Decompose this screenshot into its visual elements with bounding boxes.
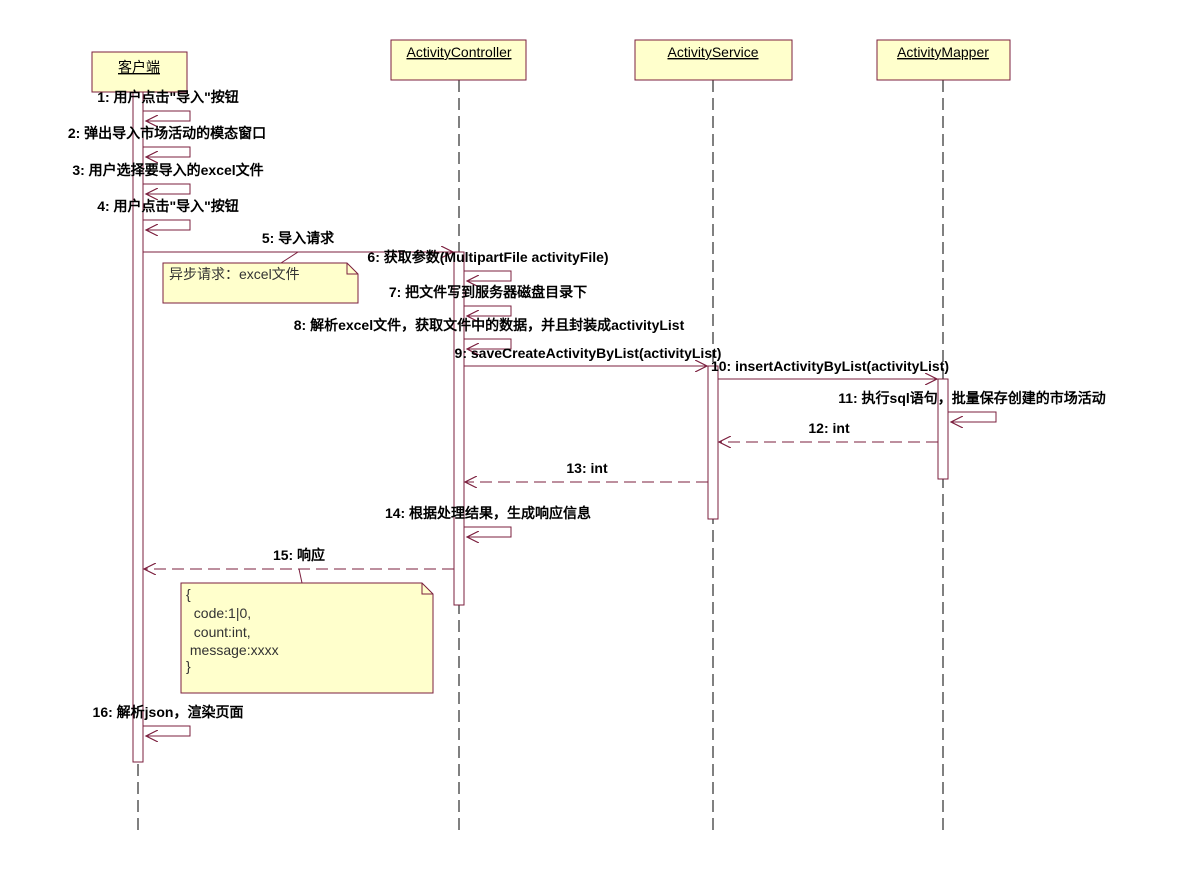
message-9: 9: saveCreateActivityByList(activityList… bbox=[455, 345, 722, 366]
message-12: 12: int bbox=[719, 420, 938, 442]
note-json-line-3: count:int, bbox=[186, 624, 251, 640]
participant-service-label: ActivityService bbox=[667, 44, 758, 60]
message-12-label: 12: int bbox=[808, 420, 850, 436]
message-15-label: 15: 响应 bbox=[273, 547, 325, 563]
activation-mapper bbox=[937, 378, 949, 480]
message-2-label: 2: 弹出导入市场活动的模态窗口 bbox=[68, 125, 266, 141]
message-5-label: 5: 导入请求 bbox=[262, 230, 335, 246]
message-14-label: 14: 根据处理结果，生成响应信息 bbox=[385, 505, 591, 521]
participant-client: 客户端 bbox=[91, 51, 188, 93]
message-8-label: 8: 解析excel文件，获取文件中的数据，并且封装成activityList bbox=[294, 317, 685, 333]
message-3: 3: 用户选择要导入的excel文件 bbox=[72, 162, 264, 194]
message-14: 14: 根据处理结果，生成响应信息 bbox=[385, 505, 591, 537]
message-10: 10: insertActivityByList(activityList) bbox=[711, 358, 949, 379]
message-9-label: 9: saveCreateActivityByList(activityList… bbox=[455, 345, 722, 361]
message-11-label: 11: 执行sql语句，批量保存创建的市场活动 bbox=[838, 390, 1106, 406]
note-async-request-text: 异步请求：excel文件 bbox=[169, 266, 300, 282]
activation-client bbox=[132, 91, 144, 763]
message-16-label: 16: 解析json，渲染页面 bbox=[93, 704, 244, 720]
message-4: 4: 用户点击"导入"按钮 bbox=[97, 198, 239, 230]
message-6-label: 6: 获取参数(MultipartFile activityFile) bbox=[367, 249, 608, 265]
note-json-line-5: } bbox=[186, 658, 191, 674]
participant-controller: ActivityController bbox=[390, 39, 527, 81]
message-8: 8: 解析excel文件，获取文件中的数据，并且封装成activityList bbox=[294, 317, 685, 349]
message-13-label: 13: int bbox=[566, 460, 608, 476]
participant-service: ActivityService bbox=[634, 39, 793, 81]
message-11: 11: 执行sql语句，批量保存创建的市场活动 bbox=[838, 390, 1106, 422]
message-7-label: 7: 把文件写到服务器磁盘目录下 bbox=[389, 284, 587, 300]
note-json-line-2: code:1|0, bbox=[186, 605, 251, 621]
message-16: 16: 解析json，渲染页面 bbox=[93, 704, 244, 736]
participant-mapper-label: ActivityMapper bbox=[897, 44, 989, 60]
participant-client-label: 客户端 bbox=[118, 59, 160, 75]
activation-controller bbox=[453, 251, 465, 606]
message-13: 13: int bbox=[465, 460, 708, 482]
note-json-line-1: { bbox=[186, 586, 191, 602]
note-async-request: 异步请求：excel文件 bbox=[162, 251, 359, 304]
message-6: 6: 获取参数(MultipartFile activityFile) bbox=[367, 249, 609, 281]
participant-controller-label: ActivityController bbox=[406, 44, 511, 60]
message-10-label: 10: insertActivityByList(activityList) bbox=[711, 358, 949, 374]
activation-service bbox=[707, 365, 719, 520]
message-2: 2: 弹出导入市场活动的模态窗口 bbox=[68, 125, 266, 157]
message-1: 1: 用户点击"导入"按钮 bbox=[97, 89, 239, 121]
note-json-response: { code:1|0, count:int, message:xxxx } bbox=[180, 568, 434, 694]
message-3-label: 3: 用户选择要导入的excel文件 bbox=[72, 162, 263, 178]
message-1-label: 1: 用户点击"导入"按钮 bbox=[97, 89, 239, 105]
message-7: 7: 把文件写到服务器磁盘目录下 bbox=[389, 284, 587, 316]
message-4-label: 4: 用户点击"导入"按钮 bbox=[97, 198, 239, 214]
note-json-line-4: message:xxxx bbox=[186, 642, 279, 658]
participant-mapper: ActivityMapper bbox=[876, 39, 1011, 81]
message-15: 15: 响应 bbox=[144, 547, 454, 569]
